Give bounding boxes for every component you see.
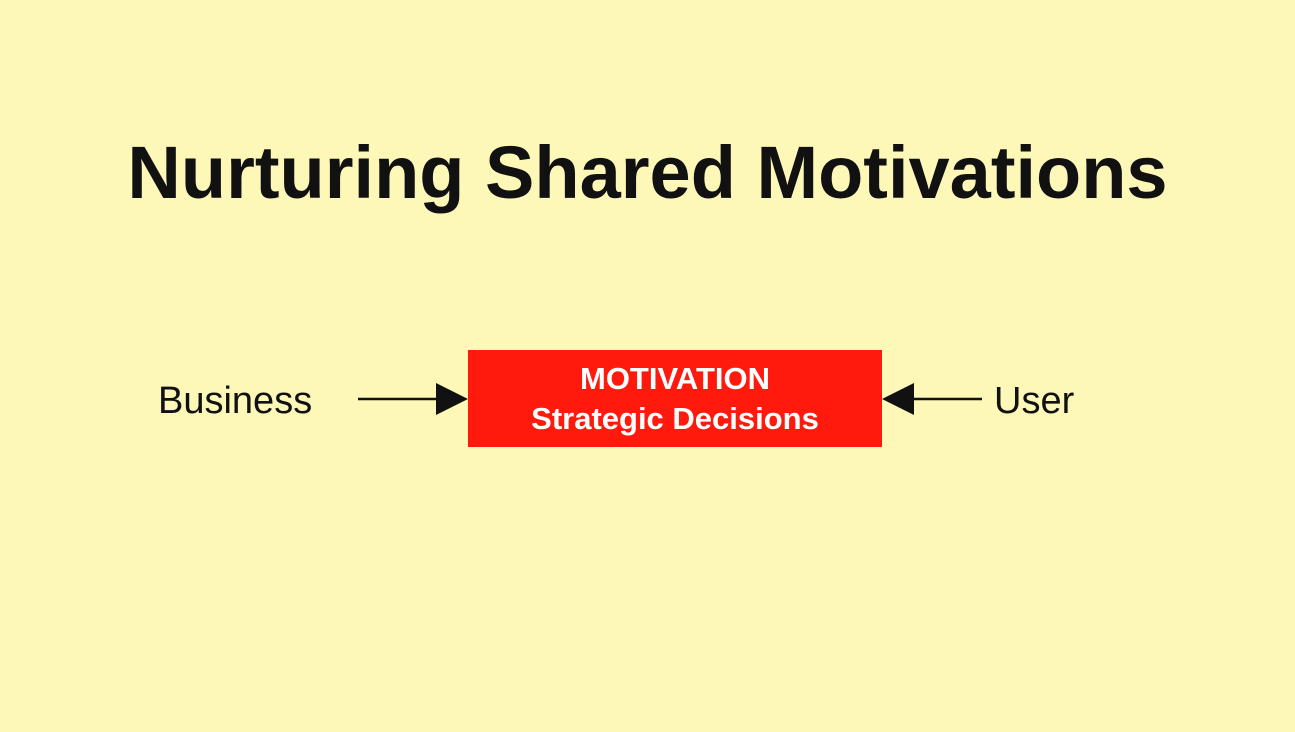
slide-title: Nurturing Shared Motivations (127, 131, 1168, 214)
business-label: Business (158, 380, 313, 422)
motivation-box-heading: MOTIVATION (580, 360, 770, 396)
motivation-box-subheading: Strategic Decisions (531, 400, 819, 436)
user-arrow-head (882, 383, 914, 415)
user-label: User (994, 380, 1075, 422)
user-arrow (882, 383, 982, 415)
business-arrow-head (436, 383, 468, 415)
motivation-box: MOTIVATION Strategic Decisions (468, 350, 882, 447)
business-arrow (358, 383, 468, 415)
